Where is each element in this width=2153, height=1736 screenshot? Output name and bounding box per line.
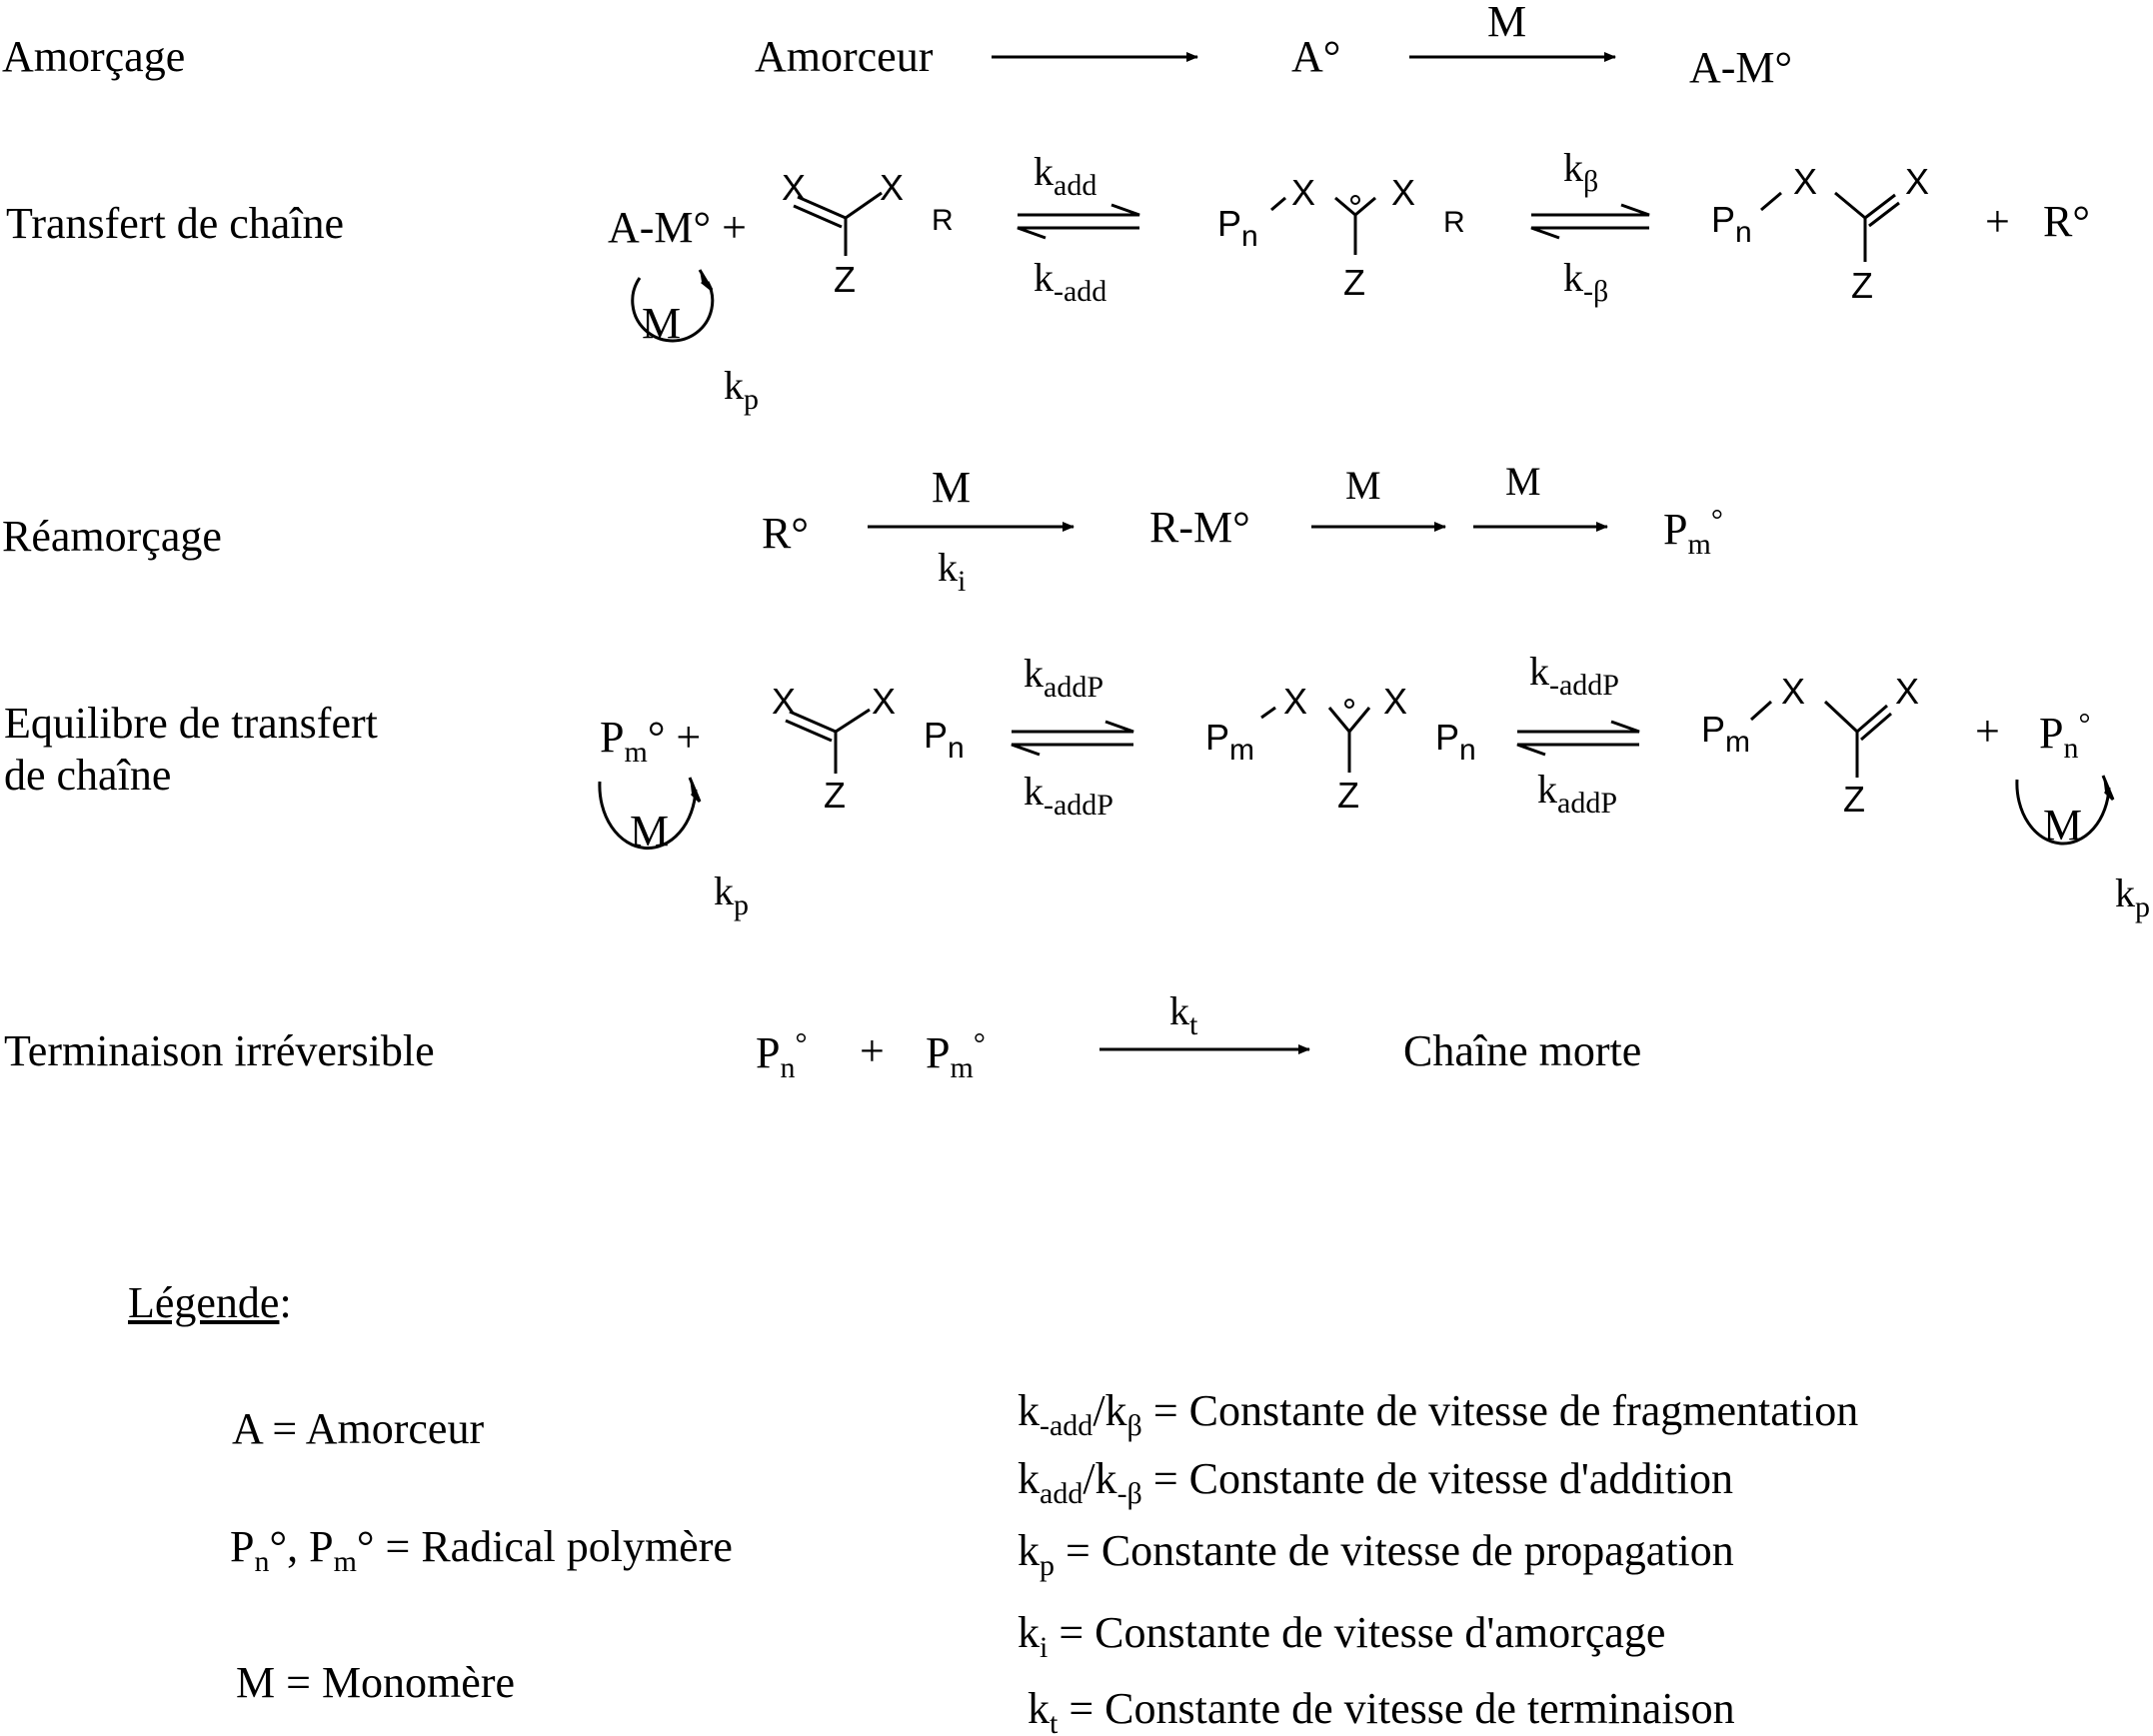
dead-chain: Chaîne morte [1403, 1026, 1642, 1075]
legend-item: kadd/k-β = Constante de vitesse d'additi… [1018, 1454, 1734, 1510]
legend-item: M = Monomère [236, 1658, 515, 1707]
atom-x: X [1383, 681, 1408, 722]
atom-z: Z [1337, 775, 1359, 816]
atom-z: Z [1851, 265, 1873, 306]
radical-pm: Pm° [926, 1027, 986, 1084]
row-label-reamorcage: Réamorçage [2, 512, 222, 561]
k-addp-label: kaddP [1024, 651, 1103, 704]
arrow-label-m: M [932, 463, 972, 512]
kp-label: kp [714, 868, 749, 921]
row-label-transfert: Transfert de chaîne [6, 199, 345, 248]
atom-z: Z [834, 259, 856, 300]
atom-x: X [872, 681, 897, 722]
radical-r: R° [2043, 197, 2090, 246]
k-minus-beta-label: k-β [1563, 255, 1609, 308]
radical-pn: Pn° [2039, 708, 2091, 765]
product-am: A-M° [1689, 43, 1793, 92]
legend-item: k-add/kβ = Constante de vitesse de fragm… [1018, 1386, 1859, 1442]
arrow-label-m: M [1487, 0, 1527, 46]
atom-x: X [1895, 671, 1920, 712]
atom-x: X [1781, 671, 1806, 712]
intermediate-pn: Pn [1217, 203, 1258, 253]
k-beta-label: kβ [1563, 145, 1599, 198]
radical-pm: Pm° [1663, 504, 1723, 561]
product-pm: Pm [1701, 709, 1751, 759]
eq-arrow-rev-1 [1017, 226, 1139, 240]
legend-item: kp = Constante de vitesse de propagation [1018, 1526, 1734, 1582]
kp-label: kp [724, 363, 759, 416]
arrow-label-m: M [1505, 459, 1541, 504]
atom-z: Z [824, 775, 846, 816]
row-label-terminaison: Terminaison irréversible [4, 1026, 435, 1075]
legend-title: Légende: [128, 1278, 292, 1327]
atom-r: R [1443, 206, 1465, 239]
legend-item: ki = Constante de vitesse d'amorçage [1018, 1608, 1666, 1664]
radical-pm-plus: Pm° + [600, 713, 702, 769]
k-add-label: kadd [1034, 149, 1097, 202]
intermediate-pn: Pn [1435, 717, 1476, 767]
radical-rm: R-M° [1149, 503, 1250, 552]
radical-a: A° [1291, 32, 1341, 81]
legend-item: A = Amorceur [232, 1404, 485, 1453]
atom-r: R [932, 204, 954, 237]
eq-arrow-fwd-1 [1018, 203, 1140, 217]
intermediate-pm: Pm [1205, 717, 1255, 767]
cycle-arrow [631, 277, 715, 343]
k-minus-add-label: k-add [1034, 255, 1107, 308]
k-minus-addp-label: k-addP [1024, 769, 1113, 822]
cycle-monomer: M [2043, 801, 2083, 850]
k-addp-label-2: kaddP [1537, 767, 1617, 820]
radical-r: R° [762, 509, 809, 558]
radical-pn: Pn° [756, 1027, 808, 1084]
row-label-equilibre-1: Equilibre de transfert [4, 699, 378, 748]
plus-sign: + [1975, 707, 2000, 756]
cycle-monomer: M [642, 299, 682, 348]
kp-label: kp [2115, 870, 2150, 923]
atom-x: X [1905, 161, 1930, 202]
plus-sign: + [1985, 197, 2010, 246]
cycle-monomer: M [630, 807, 670, 856]
atom-x: X [1291, 172, 1316, 213]
atom-x: X [1391, 172, 1416, 213]
kt-label: kt [1169, 988, 1198, 1041]
atom-z: Z [1343, 262, 1365, 303]
atom-x: X [880, 167, 905, 208]
k-minus-addp-label-2: k-addP [1529, 649, 1619, 702]
atom-x: X [782, 167, 807, 208]
product-pn: Pn [1711, 199, 1752, 249]
atom-x: X [1793, 161, 1818, 202]
row-label-amorcage: Amorçage [2, 32, 186, 81]
reactant-amorceur: Amorceur [755, 32, 934, 81]
row-label-equilibre-2: de chaîne [4, 751, 172, 800]
legend-item: Pn°, Pm° = Radical polymère [230, 1522, 733, 1578]
legend-item: kt = Constante de vitesse de terminaison [1028, 1684, 1735, 1736]
atom-x: X [772, 681, 797, 722]
atom-pn: Pn [924, 715, 965, 765]
atom-z: Z [1843, 779, 1865, 820]
plus-sign: + [860, 1026, 885, 1075]
atom-x: X [1283, 681, 1308, 722]
arrow-label-m: M [1345, 463, 1381, 508]
radical-am-plus: A-M° + [608, 203, 747, 252]
ki-label: ki [938, 545, 967, 598]
